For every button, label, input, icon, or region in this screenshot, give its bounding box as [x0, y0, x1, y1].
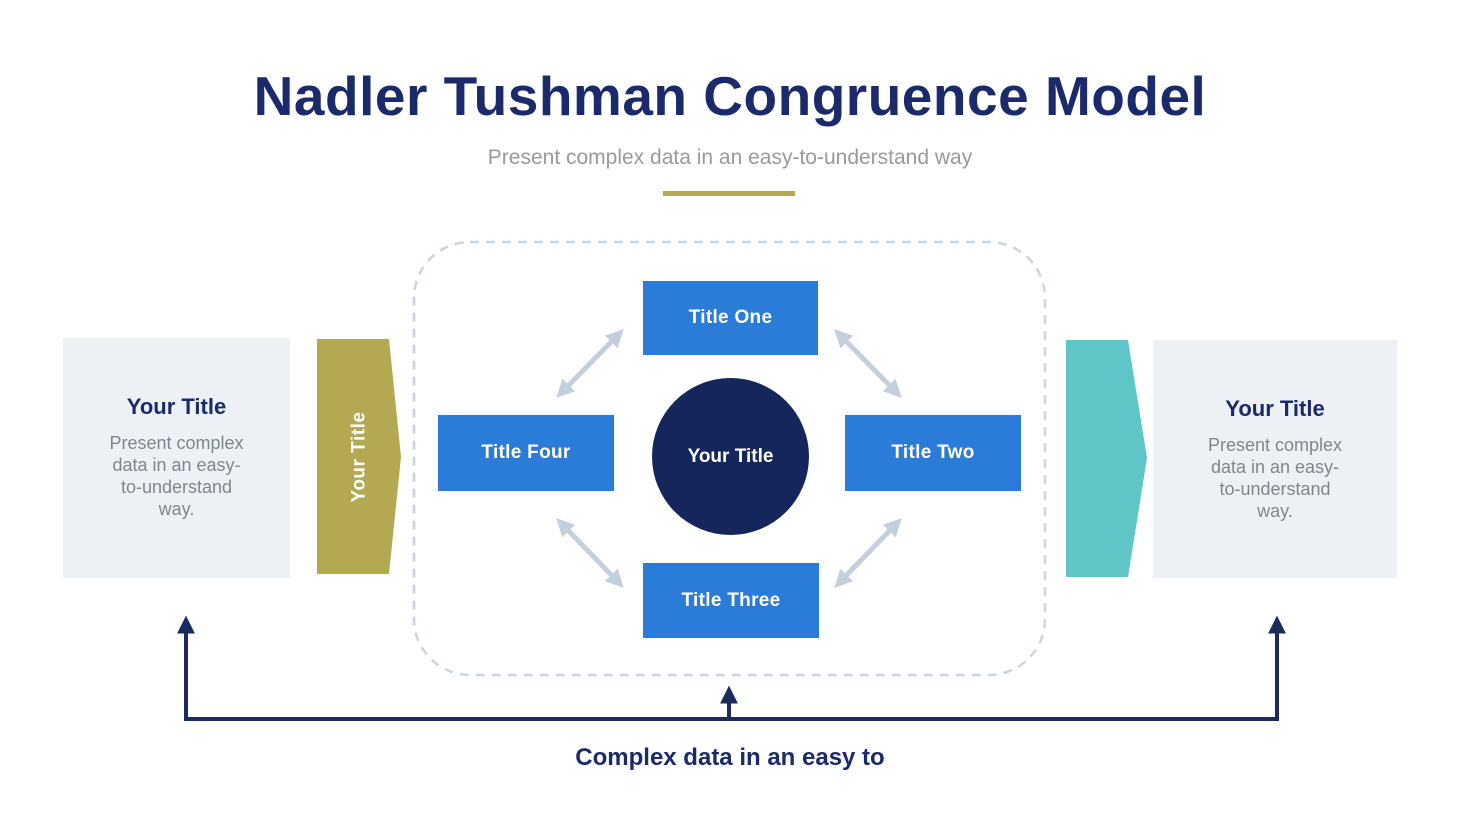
link-arrow-bottom-left — [556, 518, 624, 588]
footer-caption: Complex data in an easy to — [575, 744, 885, 771]
dashed-boundary — [412, 240, 1047, 677]
olive-arrow-label-wrap: Your Title — [317, 339, 401, 574]
olive-arrow-shape — [317, 339, 401, 574]
node-title-one: Title One — [643, 281, 818, 355]
bottom-bracket-connector — [177, 615, 1286, 721]
left-panel: Your Title Present complex data in an ea… — [63, 338, 290, 578]
right-panel-title: Your Title — [1225, 396, 1325, 421]
page-subtitle: Present complex data in an easy-to-under… — [487, 146, 973, 169]
link-arrow-bottom-right — [834, 518, 902, 588]
right-panel-body: Present complex data in an easy- to-unde… — [1207, 435, 1343, 521]
page-title: Nadler Tushman Congruence Model — [253, 65, 1207, 127]
olive-arrow-label: Your Title — [348, 411, 369, 502]
title-underline — [663, 191, 795, 196]
link-arrow-top-right — [834, 329, 902, 398]
link-arrow-top-left — [556, 329, 624, 398]
right-panel: Your Title Present complex data in an ea… — [1153, 340, 1397, 578]
node-title-two: Title Two — [845, 415, 1021, 491]
center-circle: Your Title — [652, 378, 809, 535]
node-title-three: Title Three — [643, 563, 819, 638]
left-panel-body: Present complex data in an easy- to-unde… — [109, 433, 244, 519]
node-title-four: Title Four — [438, 415, 614, 491]
left-panel-title: Your Title — [126, 394, 227, 419]
teal-arrow-shape — [1066, 340, 1147, 577]
